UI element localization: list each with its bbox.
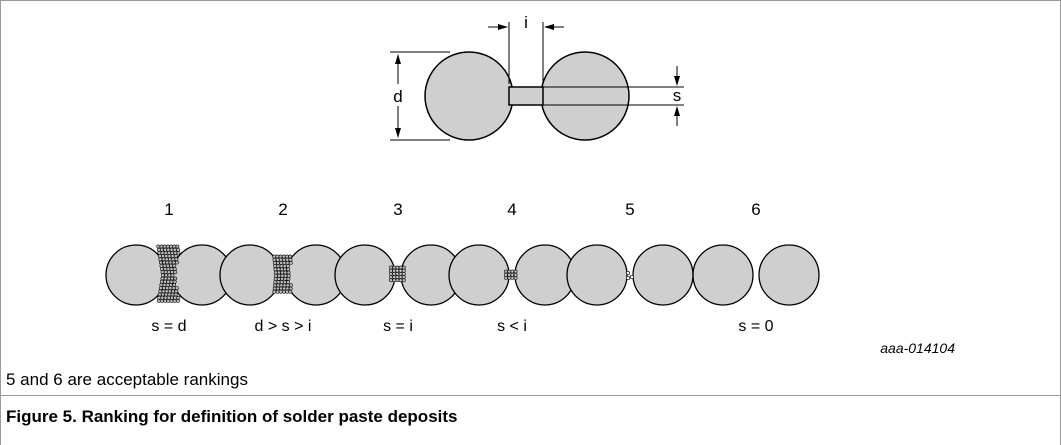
dimension-label-s: s: [673, 86, 682, 105]
dimension-label-d: d: [393, 87, 402, 106]
figure-note: 5 and 6 are acceptable rankings: [6, 370, 248, 389]
ranking-number: 2: [278, 200, 287, 219]
ranking-condition: s = d: [151, 318, 186, 335]
solder-paste-deposit: [389, 265, 406, 283]
ranking-condition: s < i: [497, 318, 527, 335]
ranking-number: 1: [164, 200, 173, 219]
solder-paste-deposit: [156, 244, 181, 303]
frame-left-border: [0, 0, 1, 445]
figure-code: aaa-014104: [880, 340, 955, 356]
solder-paste-deposit: [504, 269, 518, 280]
solder-paste-deposit: [625, 270, 635, 281]
definition-bridge: [508, 86, 544, 106]
ranking-2: 2 d > s > i: [219, 200, 347, 335]
ranking-5: 5: [566, 200, 694, 306]
ranking-number: 4: [507, 200, 516, 219]
ranking-right-pad: [758, 244, 820, 306]
ranking-number: 6: [751, 200, 760, 219]
ranking-condition: d > s > i: [255, 318, 312, 335]
rankings-row: 1 s = d 2 d > s > i 3 s = i 4 s < i 5 6 s = 0: [105, 200, 820, 335]
ranking-3: 3 s = i: [334, 200, 462, 335]
ranking-number: 3: [393, 200, 402, 219]
ranking-left-pad: [448, 244, 510, 306]
ranking-4: 4 s < i: [448, 200, 576, 335]
ranking-left-pad: [105, 244, 167, 306]
definition-diagram: d i s: [390, 13, 684, 141]
ranking-1: 1 s = d: [105, 200, 233, 335]
ranking-condition: s = 0: [738, 318, 773, 335]
frame-top-border: [0, 0, 1061, 1]
ranking-left-pad: [334, 244, 396, 306]
frame-divider: [0, 395, 1061, 396]
ranking-right-pad: [514, 244, 576, 306]
ranking-left-pad: [566, 244, 628, 306]
definition-right-pad: [540, 51, 630, 141]
solder-paste-diagram: d i s 1 s = d 2 d > s > i 3 s = i 4 s < i 5 6 s = …: [105, 13, 955, 356]
ranking-6: 6 s = 0: [692, 200, 820, 335]
definition-left-pad: [424, 51, 514, 141]
dimension-label-i: i: [524, 13, 528, 32]
ranking-left-pad: [692, 244, 754, 306]
solder-paste-deposit: [272, 254, 293, 294]
ranking-condition: s = i: [383, 318, 413, 335]
figure-caption: Figure 5. Ranking for definition of sold…: [6, 407, 458, 426]
ranking-right-pad: [632, 244, 694, 306]
ranking-left-pad: [219, 244, 281, 306]
ranking-number: 5: [625, 200, 634, 219]
